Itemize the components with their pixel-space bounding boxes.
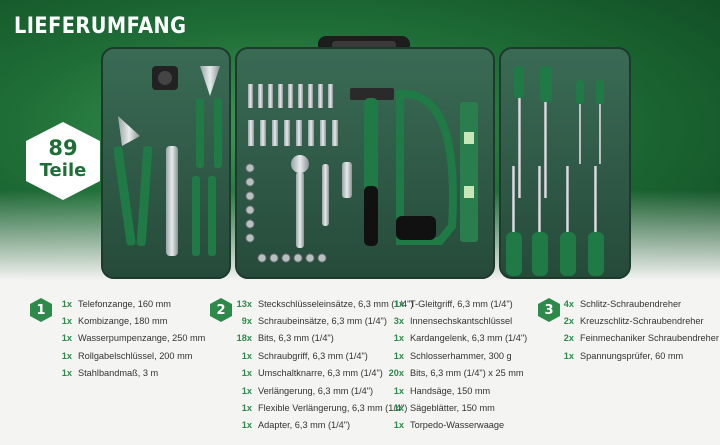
item-name: Bits, 6,3 mm (1/4") [258,333,334,344]
group-3-number-badge: 3 [538,298,560,327]
list-item: 1x Sägeblätter, 150 mm [388,399,527,416]
item-name: Telefonzange, 160 mm [78,298,171,309]
group-2-continued-list: 1x T-Gleitgriff, 6,3 mm (1/4") 3x Innensec… [388,295,527,434]
item-qty: 20x [388,368,404,379]
item-qty: 1x [393,420,404,431]
item-qty: 2x [563,316,574,327]
item-qty: 1x [393,333,404,344]
list-item: 1x Verlängerung, 6,3 mm (1/4") [236,382,413,399]
list-item: 4x Schlitz-Schraubendreher [562,295,719,312]
item-name: Flexible Verlängerung, 6,3 mm (1/4") [258,403,408,414]
list-item: 9x Schraubeinsätze, 6,3 mm (1/4") [236,312,413,329]
item-qty: 4x [563,298,574,309]
item-qty: 13x [236,298,252,309]
item-name: Stahlbandmaß, 3 m [78,368,159,379]
list-item: 2x Feinmechaniker Schraubendreher [562,330,719,347]
item-qty: 1x [241,403,252,414]
list-item: 1x Kombizange, 180 mm [58,312,205,329]
group-3-list: 4x Schlitz-Schraubendreher 2x Kreuzschlitz… [562,295,719,365]
list-item: 1x Umschaltknarre, 6,3 mm (1/4") [236,365,413,382]
item-qty: 1x [61,368,72,379]
item-qty: 2x [563,333,574,344]
list-item: 1x Handsäge, 150 mm [388,382,527,399]
item-name: Kreuzschlitz-Schraubendreher [580,316,704,327]
item-qty: 1x [241,420,252,431]
list-item: 1x Wasserpumpenzange, 250 mm [58,330,206,347]
item-qty: 3x [393,316,404,327]
list-item: 1x Schlosserhammer, 300 g [388,347,527,364]
item-name: Sägeblätter, 150 mm [410,403,495,414]
item-name: Spannungsprüfer, 60 mm [580,350,684,361]
list-item: 1x Telefonzange, 160 mm [58,295,205,312]
item-name: Umschaltknarre, 6,3 mm (1/4") [258,368,383,379]
item-qty: 1x [241,368,252,379]
item-qty: 1x [61,350,72,361]
item-qty: 1x [61,316,72,327]
item-name: T-Gleitgriff, 6,3 mm (1/4") [410,298,513,309]
list-item: 1x Rollgabelschlüssel, 200 mm [58,347,205,364]
item-name: Adapter, 6,3 mm (1/4") [258,420,351,431]
list-item: 3x Innensechskantschlüssel [388,312,527,329]
group-3-number: 3 [544,302,554,318]
item-name: Innensechskantschlüssel [410,316,513,327]
item-name: Handsäge, 150 mm [410,385,491,396]
item-qty: 1x [393,403,404,414]
list-item: 1x Torpedo-Wasserwaage [388,417,527,434]
item-name: Bits, 6,3 mm (1/4") x 25 mm [410,368,524,379]
item-qty: 1x [563,350,574,361]
list-item: 1x Spannungsprüfer, 60 mm [562,347,719,364]
item-qty: 1x [393,385,404,396]
group-2-number-badge: 2 [210,298,232,327]
item-name: Rollgabelschlüssel, 200 mm [78,350,193,361]
item-name: Schraubgriff, 6,3 mm (1/4") [258,350,368,361]
item-name: Steckschlüsseleinsätze, 6,3 mm (1/4") [258,298,414,309]
item-qty: 1x [241,385,252,396]
item-name: Schlitz-Schraubendreher [580,298,682,309]
list-item: 1x Adapter, 6,3 mm (1/4") [236,417,413,434]
item-qty: 1x [241,350,252,361]
list-item: 18x Bits, 6,3 mm (1/4") [236,330,413,347]
list-item: 20x Bits, 6,3 mm (1/4") x 25 mm [388,365,527,382]
item-qty: 18x [236,333,252,344]
item-qty: 9x [241,316,252,327]
tool-case-image [101,36,631,279]
item-qty: 1x [61,298,72,309]
list-item: 2x Kreuzschlitz-Schraubendreher [562,312,719,329]
item-name: Schraubeinsätze, 6,3 mm (1/4") [258,316,387,327]
parts-count-badge: 89 Teile [22,120,104,202]
item-qty: 1x [61,333,72,344]
group-2-list: 13x Steckschlüsseleinsätze, 6,3 mm (1/4")… [236,295,414,434]
item-name: Verlängerung, 6,3 mm (1/4") [258,385,374,396]
group-2-number: 2 [216,302,226,318]
hexagon-shape [26,122,100,200]
item-qty: 1x [393,298,404,309]
item-name: Schlosserhammer, 300 g [410,350,512,361]
list-item: 1x Schraubgriff, 6,3 mm (1/4") [236,347,413,364]
list-item: 1x T-Gleitgriff, 6,3 mm (1/4") [388,295,527,312]
list-item: 1x Kardangelenk, 6,3 mm (1/4") [388,330,527,347]
item-name: Kombizange, 180 mm [78,316,168,327]
badge-word: Teile [39,160,87,181]
item-name: Kardangelenk, 6,3 mm (1/4") [410,333,528,344]
list-item: 1x Stahlbandmaß, 3 m [58,365,205,382]
group-1-number: 1 [36,302,46,318]
group-1-number-badge: 1 [30,298,52,327]
page-title: LIEFERUMFANG [14,14,187,39]
item-name: Feinmechaniker Schraubendreher [580,333,719,344]
item-name: Wasserpumpenzange, 250 mm [78,333,206,344]
badge-number: 89 [48,136,78,160]
list-item: 13x Steckschlüsseleinsätze, 6,3 mm (1/4") [236,295,414,312]
item-qty: 1x [393,350,404,361]
item-name: Torpedo-Wasserwaage [410,420,505,431]
